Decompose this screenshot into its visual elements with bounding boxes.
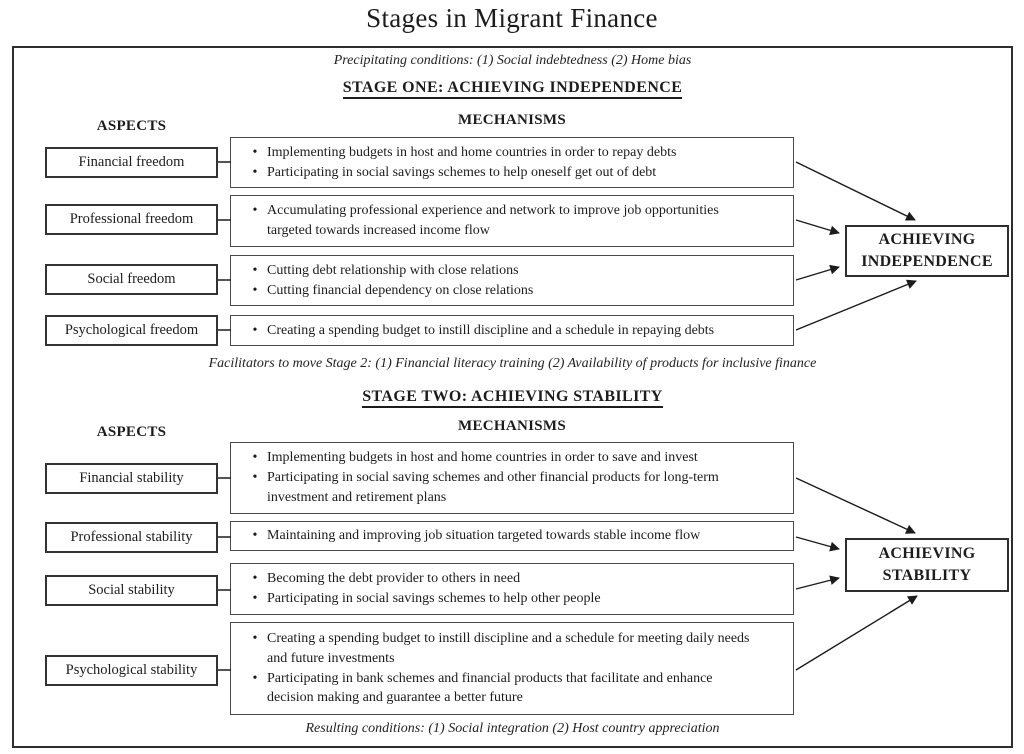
mechanism-box-social-stability: • Becoming the debt provider to others in… bbox=[230, 563, 794, 615]
page-title: Stages in Migrant Finance bbox=[366, 3, 658, 33]
mechanism-text: Becoming the debt provider to others in … bbox=[267, 571, 521, 587]
mechanism-text: Participating in bank schemes and financ… bbox=[267, 670, 713, 706]
mechanism-text: Participating in social saving schemes a… bbox=[267, 470, 719, 505]
mechanism-box-financial-stability: • Implementing budgets in host and home c… bbox=[230, 442, 794, 514]
mechanism-box-social-freedom: • Cutting debt relationship with close re… bbox=[230, 255, 794, 306]
facilitators-note: Facilitators to move Stage 2: (1) Financ… bbox=[208, 356, 817, 371]
bullet-icon: • bbox=[252, 470, 258, 486]
diagram-frame bbox=[12, 46, 1013, 748]
mechanism-text: Implementing budgets in host and home co… bbox=[267, 144, 677, 160]
aspect-box-professional-stability: Professional stability bbox=[45, 522, 218, 553]
bullet-icon: • bbox=[252, 591, 258, 606]
bullet-icon: • bbox=[252, 630, 258, 646]
aspect-label: Professional stability bbox=[70, 529, 193, 545]
mechanism-box-professional-freedom: • Accumulating professional experience an… bbox=[230, 195, 794, 247]
bullet-icon: • bbox=[252, 164, 258, 180]
stage-one-aspects-header: ASPECTS bbox=[96, 118, 167, 134]
aspect-label: Financial freedom bbox=[78, 154, 185, 170]
aspect-box-psychological-stability: Psychological stability bbox=[45, 655, 218, 686]
mechanism-text: Cutting debt relationship with close rel… bbox=[267, 262, 519, 278]
stage-two-aspects-header: ASPECTS bbox=[96, 424, 167, 440]
aspect-label: Financial stability bbox=[79, 470, 184, 486]
mechanism-text: Implementing budgets in host and home co… bbox=[267, 450, 698, 466]
mechanism-text: Cutting financial dependency on close re… bbox=[267, 282, 534, 298]
bullet-icon: • bbox=[252, 203, 258, 219]
mechanism-box-psychological-freedom: • Creating a spending budget to instill d… bbox=[230, 315, 794, 346]
aspect-box-social-freedom: Social freedom bbox=[45, 264, 218, 295]
precipitating-conditions-note: Precipitating conditions: (1) Social ind… bbox=[333, 53, 692, 68]
mechanism-text: Creating a spending budget to instill di… bbox=[267, 630, 750, 666]
stage-two-heading: STAGE TWO: ACHIEVING STABILITY bbox=[12, 388, 1013, 408]
stage-one-mechanisms-header: MECHANISMS bbox=[457, 112, 566, 128]
aspect-label: Psychological freedom bbox=[64, 322, 199, 338]
aspect-label: Psychological stability bbox=[65, 662, 198, 678]
stage-one-heading: STAGE ONE: ACHIEVING INDEPENDENCE bbox=[12, 79, 1013, 99]
aspect-box-financial-stability: Financial stability bbox=[45, 463, 218, 494]
stage-two-mechanisms-header: MECHANISMS bbox=[457, 418, 566, 434]
bullet-icon: • bbox=[252, 144, 258, 160]
mechanism-text: Participating in social savings schemes … bbox=[267, 591, 601, 606]
bullet-icon: • bbox=[252, 322, 258, 338]
aspect-label: Professional freedom bbox=[69, 211, 194, 227]
bullet-icon: • bbox=[252, 282, 258, 298]
mechanism-box-psychological-stability: • Creating a spending budget to instill d… bbox=[230, 622, 794, 715]
mechanism-text: Participating in social savings schemes … bbox=[267, 164, 657, 180]
aspect-box-professional-freedom: Professional freedom bbox=[45, 204, 218, 235]
bullet-icon: • bbox=[252, 528, 258, 544]
aspect-label: Social stability bbox=[88, 582, 175, 598]
mechanism-text: Accumulating professional experience and… bbox=[267, 203, 719, 238]
resulting-conditions-note: Resulting conditions: (1) Social integra… bbox=[305, 721, 720, 736]
bullet-icon: • bbox=[252, 670, 258, 686]
mechanism-text: Maintaining and improving job situation … bbox=[267, 528, 701, 544]
aspect-label: Social freedom bbox=[87, 271, 176, 287]
bullet-icon: • bbox=[252, 571, 258, 587]
achieving-stability-box: ACHIEVING STABILITY bbox=[845, 538, 1009, 592]
mechanism-box-financial-freedom: • Implementing budgets in host and home c… bbox=[230, 137, 794, 188]
aspect-box-financial-freedom: Financial freedom bbox=[45, 147, 218, 178]
aspect-box-psychological-freedom: Psychological freedom bbox=[45, 315, 218, 346]
mechanism-text: Creating a spending budget to instill di… bbox=[267, 322, 715, 338]
bullet-icon: • bbox=[252, 262, 258, 278]
bullet-icon: • bbox=[252, 450, 258, 466]
achieving-independence-box: ACHIEVING INDEPENDENCE bbox=[845, 225, 1009, 277]
aspect-box-social-stability: Social stability bbox=[45, 575, 218, 606]
mechanism-box-professional-stability: • Maintaining and improving job situation… bbox=[230, 521, 794, 551]
